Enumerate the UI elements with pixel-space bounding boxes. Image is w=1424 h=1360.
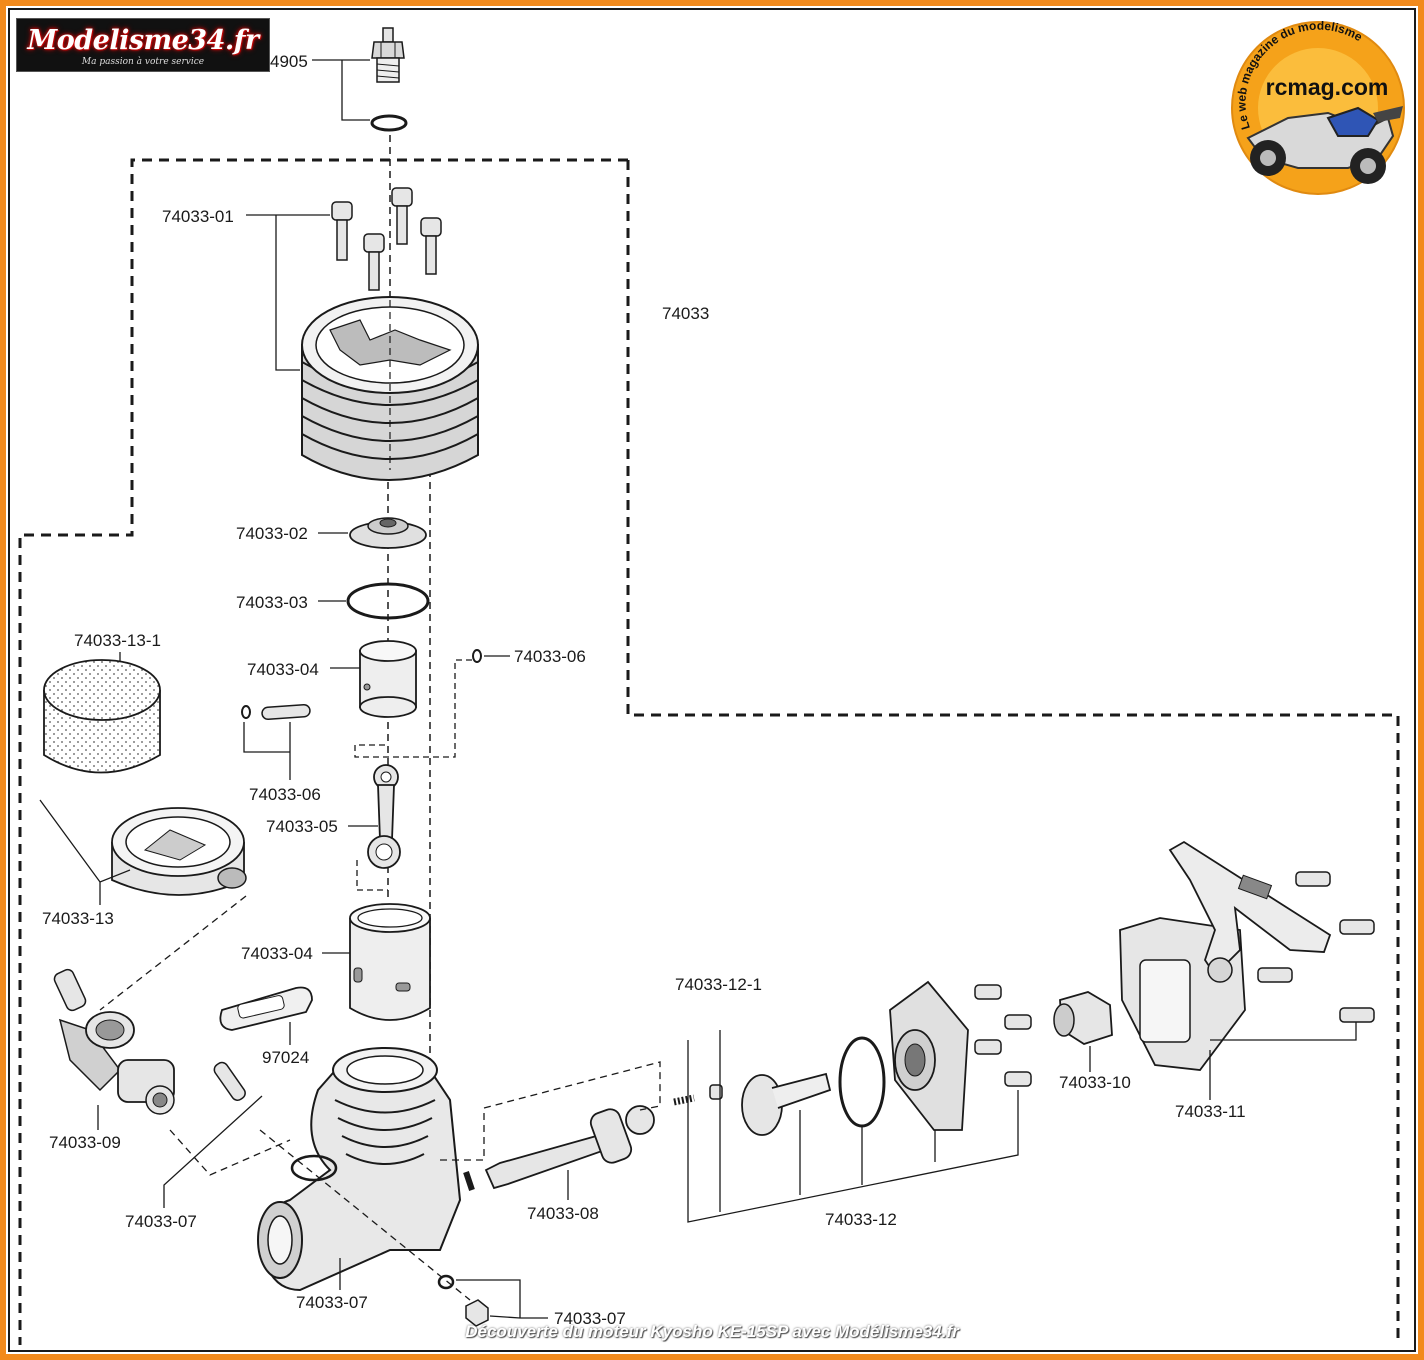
cylinder-head-part (301, 296, 479, 481)
head-screws-part (246, 187, 442, 371)
label-sleeve: 74033-04 (241, 944, 313, 963)
label-carburetor: 74033-09 (49, 1133, 121, 1152)
label-gasket: 74033-03 (236, 593, 308, 612)
wrist-pin-part (241, 649, 510, 780)
label-exhaust-gasket: 97024 (262, 1048, 310, 1067)
label-con-rod: 74033-05 (266, 817, 338, 836)
label-crankcase: 74033-07 (296, 1293, 368, 1312)
air-filter-part (39, 652, 247, 1011)
piston-part (330, 640, 417, 718)
label-rear-mount: 74033-11 (1175, 1102, 1246, 1121)
modelisme34-logo: Modelisme34.fr Ma passion à votre servic… (16, 18, 270, 72)
glow-plug-part (312, 27, 408, 132)
cylinder-sleeve-part (322, 903, 431, 1021)
inner-border (8, 8, 1416, 1352)
assembly-boundary (18, 158, 1400, 1345)
label-piston: 74033-04 (247, 660, 319, 679)
combustion-insert-part (318, 517, 427, 549)
label-crankshaft: 74033-08 (527, 1204, 599, 1223)
rear-mount-part (1119, 840, 1375, 1100)
label-glow-plug: 4905 (270, 52, 308, 71)
rcmag-site-name: rcmag.com (1265, 74, 1389, 100)
label-drive-nut: 74033-10 (1059, 1073, 1131, 1092)
logo-tagline: Ma passion à votre service (81, 57, 205, 67)
crankcase-part (257, 1047, 548, 1327)
needle-part (163, 1061, 291, 1208)
svg-text:Le web magazine du modelisme: Le web magazine du modelisme (1234, 19, 1365, 132)
label-insert: 74033-02 (236, 524, 308, 543)
head-gasket-part (318, 582, 430, 620)
caption: Découverte du moteur Kyosho KE-15SP avec… (465, 1322, 959, 1341)
rcmag-tagline-arc: Le web magazine du modelisme (1234, 19, 1365, 132)
label-clip-right: 74033-06 (514, 647, 586, 666)
carburetor-part (53, 968, 175, 1130)
label-head-screws: 74033-01 (162, 207, 234, 226)
label-wrist-pin: 74033-06 (249, 785, 321, 804)
exhaust-gasket-part (219, 986, 313, 1045)
rear-cover-group-part (673, 980, 1032, 1223)
rcmag-logo (1231, 21, 1405, 195)
crankshaft-part (440, 1061, 661, 1200)
logo-name: Modelisme34.fr (27, 25, 259, 56)
label-needle: 74033-07 (125, 1212, 197, 1231)
label-rear-cover: 74033-12 (825, 1210, 897, 1229)
label-rear-spring: 74033-12-1 (675, 975, 762, 994)
label-assembly: 74033 (662, 304, 710, 323)
connecting-rod-part (348, 764, 401, 891)
label-filter-housing: 74033-13 (42, 909, 114, 928)
label-filter-element: 74033-13-1 (74, 631, 161, 650)
label-drain-nut: 74033-07 (554, 1309, 626, 1328)
drive-nut-part (1053, 991, 1113, 1072)
